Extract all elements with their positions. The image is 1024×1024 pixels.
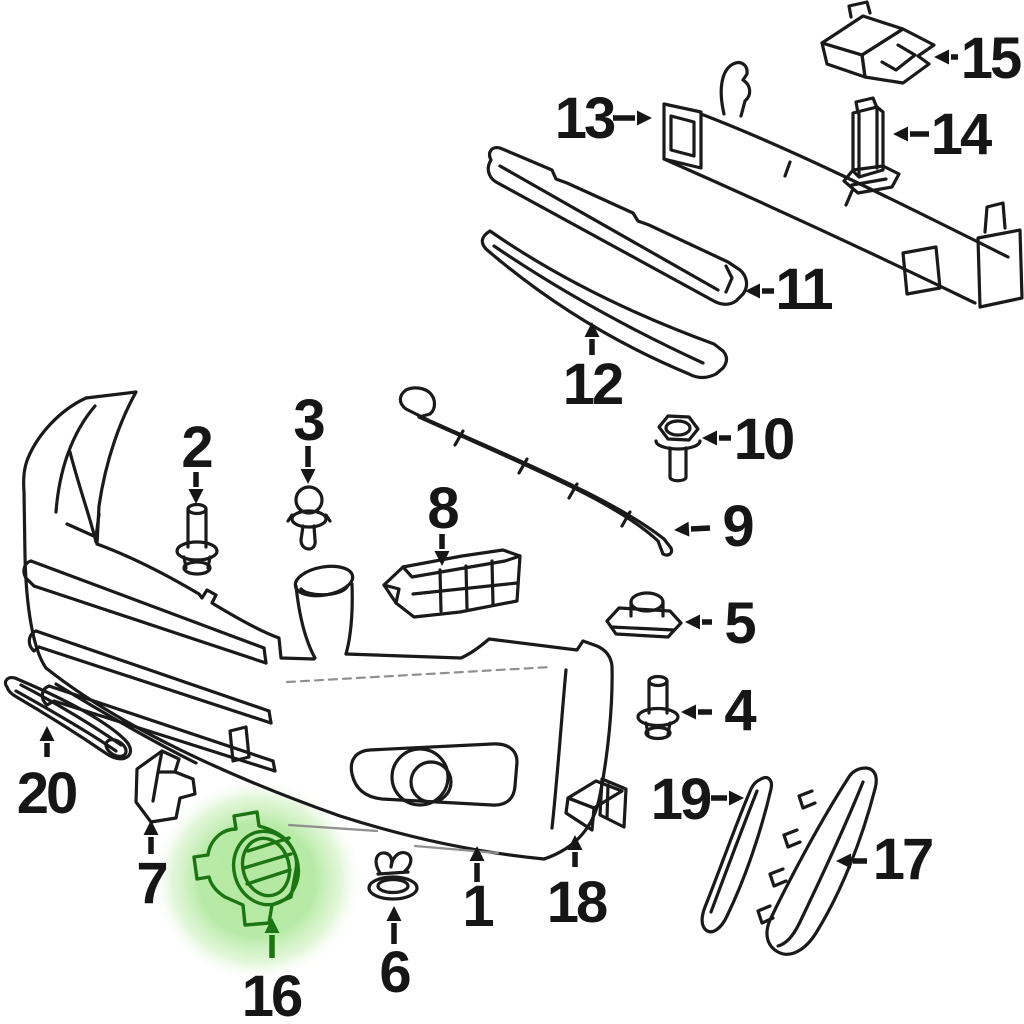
part-16-fog-lamp-cover-drawing [192, 810, 301, 927]
callout-6: 6 [379, 906, 413, 1005]
callout-arrowhead-icon [685, 614, 700, 630]
callout-20: 20 [17, 726, 79, 826]
part-number-label: 2 [181, 415, 211, 480]
part-number-label: 18 [547, 870, 607, 935]
callout-13: 13 [555, 86, 652, 151]
callout-8: 8 [427, 476, 461, 566]
callout-arrowhead-icon [264, 918, 280, 933]
part-6-clip-drawing [367, 851, 419, 901]
callout-19: 19 [651, 767, 744, 832]
part-number-label: 19 [651, 767, 711, 832]
part-number-label: 7 [136, 851, 166, 916]
callout-arrowhead-icon [729, 790, 744, 806]
callout-arrowhead-icon [637, 110, 652, 126]
part-5-clip-drawing [605, 591, 683, 639]
callout-arrowhead-icon [469, 846, 485, 861]
callout-arrowhead-icon [39, 726, 55, 741]
callout-arrowhead-icon [434, 551, 450, 566]
part-2-bolt-drawing [175, 502, 219, 576]
callout-9: 9 [674, 494, 756, 559]
part-number-label: 1 [462, 874, 493, 939]
part-number-label: 14 [931, 102, 992, 167]
callout-arrowhead-icon [143, 820, 159, 835]
part-number-label: 12 [563, 352, 622, 417]
callout-arrowhead-icon [934, 49, 949, 65]
callout-16: 16 [242, 918, 305, 1024]
part-12-lower-molding-drawing [480, 229, 729, 380]
callout-arrowhead-icon [893, 126, 908, 142]
callout-arrowhead-icon [702, 430, 717, 446]
part-11-grille-filler-drawing [486, 146, 749, 306]
part-14-bracket-drawing [842, 96, 901, 195]
callout-arrowhead-icon [681, 704, 696, 720]
part-number-label: 6 [379, 940, 410, 1005]
callout-arrowhead-icon [386, 906, 402, 921]
callout-11: 11 [745, 257, 835, 322]
part-number-label: 8 [427, 476, 458, 541]
part-number-label: 20 [17, 761, 76, 826]
part-number-label: 5 [724, 591, 755, 656]
callout-arrowhead-icon [567, 835, 583, 850]
callout-arrowhead-icon [188, 489, 204, 504]
callout-arrowhead-icon [584, 322, 600, 337]
part-17-side-molding-drawing [756, 766, 878, 956]
part-13-reinforcement-beam-drawing [662, 61, 1024, 309]
callout-17: 17 [836, 827, 935, 892]
part-number-label: 16 [242, 964, 302, 1024]
part-9-brace-drawing [398, 386, 674, 557]
part-number-label: 11 [775, 257, 832, 322]
callout-arrowhead-icon [300, 469, 316, 484]
part-number-label: 10 [734, 407, 793, 472]
part-3-clip-drawing [286, 485, 332, 551]
callout-18: 18 [547, 835, 610, 935]
part-number-label: 9 [722, 494, 753, 559]
callout-arrowhead-icon [836, 853, 851, 869]
callout-14: 14 [893, 102, 995, 167]
callout-5: 5 [685, 591, 758, 656]
part-number-label: 17 [873, 827, 932, 892]
callout-3: 3 [293, 388, 327, 484]
part-19-trim-strip-drawing [700, 776, 774, 934]
part-20-lower-molding-drawing [3, 676, 133, 761]
callout-arrow-line [690, 525, 711, 532]
part-10-bolt-drawing [654, 414, 702, 483]
part-number-label: 4 [724, 678, 756, 743]
part-number-label: 13 [555, 86, 615, 151]
callout-12: 12 [563, 322, 625, 417]
part-15-bracket-drawing [820, 0, 936, 85]
part-number-label: 3 [293, 388, 324, 453]
part-8-support-drawing [382, 548, 522, 619]
part-7-bracket-drawing [134, 749, 197, 824]
part-4-bolt-drawing [636, 674, 680, 741]
callout-4: 4 [681, 678, 759, 743]
callout-2: 2 [181, 415, 214, 504]
part-18-bracket-drawing [564, 777, 628, 832]
part-number-label: 15 [961, 26, 1021, 91]
callout-arrowhead-icon [745, 283, 760, 299]
callout-10: 10 [702, 407, 796, 472]
callout-1: 1 [462, 846, 496, 939]
callout-arrowhead-icon [674, 521, 690, 537]
callout-15: 15 [934, 26, 1024, 91]
callout-7: 7 [136, 820, 169, 916]
